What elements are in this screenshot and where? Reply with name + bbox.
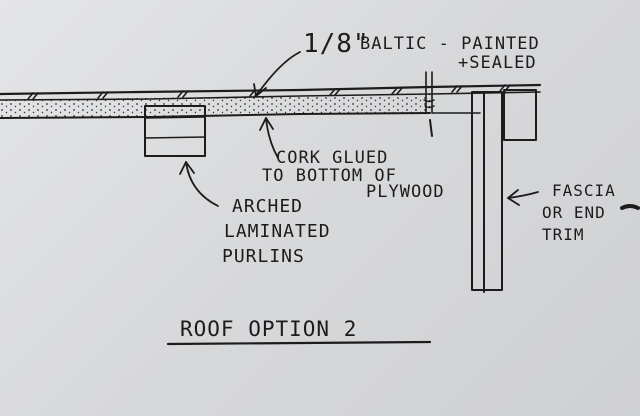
purlin-label-line1: ARCHED: [232, 196, 303, 217]
leader-fascia: [507, 189, 539, 206]
purlin-label-line3: PURLINS: [222, 246, 305, 267]
plywood-hatch-marks: [27, 84, 511, 100]
leader-plywood: [253, 51, 301, 97]
cork-label-line1: CORK GLUED: [276, 148, 388, 168]
cork-layer: [0, 94, 430, 118]
label-cork: CORK GLUED TO BOTTOM OF PLYWOOD: [262, 148, 445, 202]
purlin-section: [144, 105, 206, 157]
purlin-label-line2: LAMINATED: [224, 221, 331, 242]
fascia-trim: [471, 89, 537, 293]
fascia-label-line1: FASCIA: [552, 181, 616, 200]
fascia-label-line2: OR END: [542, 203, 606, 222]
drawing-title: ROOF OPTION 2: [180, 317, 357, 341]
plywood-label-line1: BALTIC - PAINTED: [360, 34, 540, 54]
leader-purlin: [179, 161, 219, 207]
label-purlins: ARCHED LAMINATED PURLINS: [222, 196, 331, 267]
drawing-title-group: ROOF OPTION 2: [166, 317, 432, 346]
cork-label-line3: PLYWOOD: [366, 182, 445, 202]
plywood-thickness-text: 1/8": [303, 29, 370, 59]
cork-label-line2: TO BOTTOM OF: [262, 166, 397, 186]
ink-smudge: [620, 204, 640, 210]
fascia-label-line3: TRIM: [542, 225, 585, 244]
plywood-label-line2: +SEALED: [458, 53, 537, 73]
roof-panel: [0, 71, 542, 137]
leader-cork: [259, 117, 279, 159]
label-fascia: FASCIA OR END TRIM: [542, 181, 640, 244]
label-plywood: 1/8" BALTIC - PAINTED +SEALED: [303, 29, 540, 73]
title-underline: [166, 340, 432, 346]
